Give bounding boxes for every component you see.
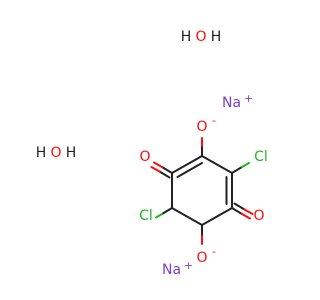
oxygen-top-label: O <box>196 119 207 135</box>
chlorine-left-label: Cl <box>139 208 153 224</box>
oxygen-bottom-charge: - <box>212 245 216 258</box>
oxygen-left-carbonyl-label: O <box>139 149 150 165</box>
bond-c2-cl-right-a <box>231 166 243 174</box>
structure-diagram: H O H H O H Na + Na + O - O - O O Cl Cl <box>36 29 268 278</box>
chlorine-right-label: Cl <box>254 149 268 165</box>
bond-c3-o-right-2a <box>233 202 246 211</box>
bond-c5-cl-left-a <box>161 207 173 215</box>
oxygen-top-charge: - <box>212 114 216 127</box>
sodium-ion-top: Na + <box>222 92 253 111</box>
water-top-o: O <box>195 29 206 45</box>
bond-c3-o-right-1b <box>241 213 251 220</box>
sodium-bottom-charge: + <box>184 259 193 272</box>
water-molecule-top: H O H <box>181 29 222 45</box>
water-top-h1: H <box>181 29 192 45</box>
bond-c3-o-right-2b <box>243 208 254 215</box>
bonds-group <box>150 137 254 245</box>
bond-c6-o-left-2b <box>150 166 161 173</box>
bond-c6-o-left-1a <box>161 166 173 174</box>
ring-bond-c4-c5 <box>171 207 203 226</box>
water-top-h2: H <box>211 29 222 45</box>
ring-bond-c6-c1 <box>171 155 203 174</box>
sodium-top-symbol: Na <box>222 95 241 111</box>
bond-c3-o-right-1a <box>231 207 243 215</box>
bond-c2-cl-right-b <box>241 162 250 168</box>
sodium-ion-bottom: Na + <box>162 259 193 278</box>
water-left-o: O <box>50 145 61 161</box>
water-molecule-left: H O H <box>36 145 77 161</box>
bond-c6-o-left-1b <box>153 161 163 168</box>
sodium-bottom-symbol: Na <box>162 262 181 278</box>
sodium-top-charge: + <box>244 92 253 105</box>
water-left-h2: H <box>66 145 77 161</box>
ring-bond-c3-c4 <box>201 207 233 226</box>
oxygen-right-carbonyl-label: O <box>253 208 264 224</box>
ring-bond-c1-c2 <box>201 155 233 174</box>
bond-c5-cl-left-b <box>155 213 163 219</box>
ring-bond-c6-c1-inner <box>176 162 203 178</box>
water-left-h1: H <box>36 145 47 161</box>
bond-c6-o-left-2a <box>158 170 171 179</box>
oxygen-bottom-label: O <box>196 250 207 266</box>
